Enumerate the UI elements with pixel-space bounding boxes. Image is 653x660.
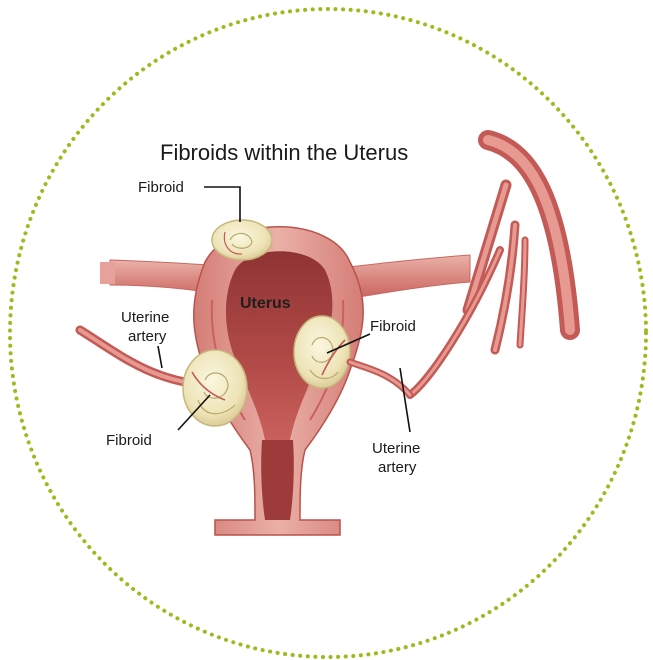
diagram-title: Fibroids within the Uterus [160,140,408,165]
fibroid-top-illustration [212,220,272,260]
label-uterine-artery-left-line2: artery [128,328,167,345]
label-uterus: Uterus [240,295,291,312]
fibroid-right-illustration [294,316,350,388]
label-uterine-artery-right-line2: artery [378,459,417,476]
label-fibroid-left: Fibroid [106,432,152,449]
label-fibroid-top: Fibroid [138,179,184,196]
label-fibroid-right: Fibroid [370,318,416,335]
label-uterine-artery-left-line1: Uterine [121,309,169,326]
label-uterine-artery-right-line1: Uterine [372,440,420,457]
